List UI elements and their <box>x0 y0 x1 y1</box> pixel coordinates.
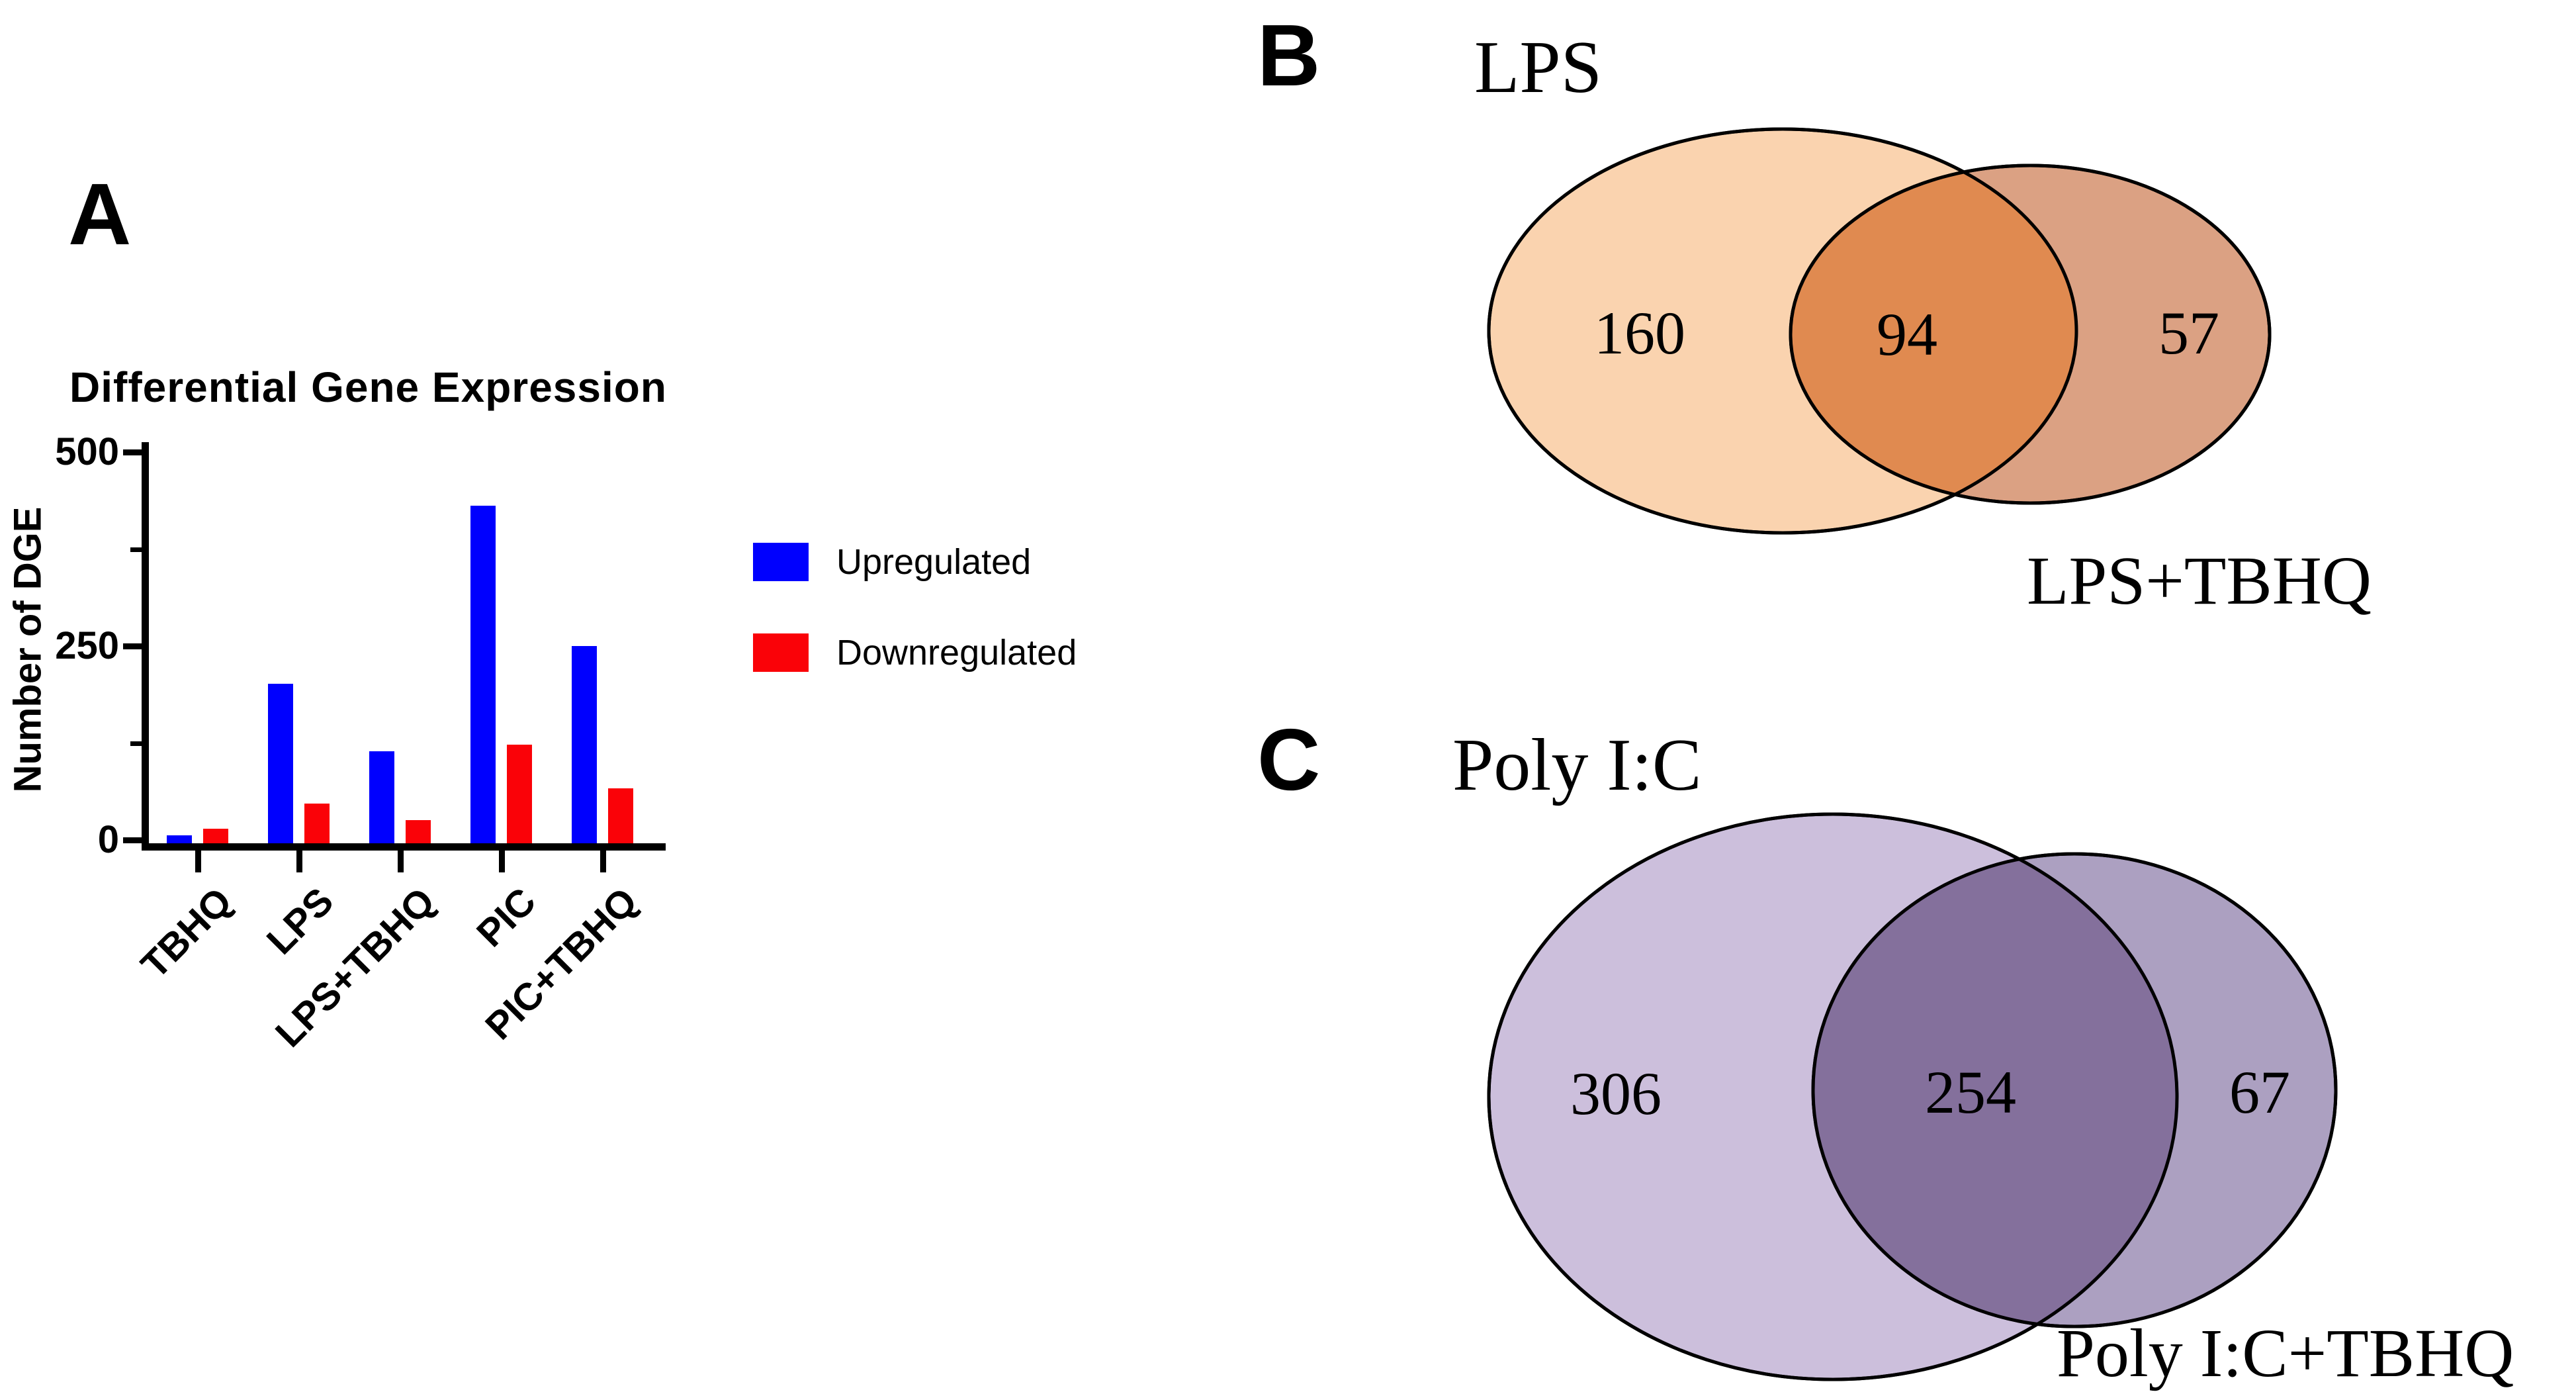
bar-upregulated-LPS+TBHQ <box>369 751 394 843</box>
venn-c-left-outline <box>1487 812 2179 1381</box>
venn-c-diagram <box>1487 812 2338 1381</box>
downregulated-swatch <box>753 633 809 672</box>
y-tick-label: 500 <box>55 430 119 474</box>
venn-b-diagram <box>1487 127 2272 535</box>
bar-upregulated-TBHQ <box>167 835 192 843</box>
venn-c-overlap-region <box>1813 854 2177 1326</box>
bar-downregulated-LPS <box>304 804 330 843</box>
venn-c-right-count: 67 <box>2229 1058 2290 1126</box>
y-tick-label: 0 <box>97 818 119 861</box>
x-tick <box>600 851 606 872</box>
venn-b-left-outline <box>1487 127 2078 535</box>
venn-b-right-outline <box>1789 163 2272 505</box>
panel-b-label: B <box>1257 7 1321 104</box>
x-tick-label-PIC: PIC <box>468 879 545 956</box>
venn-c-right-label: Poly I:C+TBHQ <box>2057 1315 2514 1391</box>
y-major-tick <box>123 837 142 843</box>
venn-b-right-count: 57 <box>2158 299 2219 367</box>
panel-c-label: C <box>1257 711 1321 808</box>
y-axis-line <box>142 442 149 851</box>
bar-downregulated-TBHQ <box>203 829 228 843</box>
venn-b-overlap-count: 94 <box>1877 301 1937 368</box>
legend-item-upregulated: Upregulated <box>753 541 1031 582</box>
venn-c-right-outline <box>1811 852 2338 1328</box>
y-minor-tick <box>130 741 142 746</box>
y-minor-tick <box>130 547 142 552</box>
legend-item-downregulated: Downregulated <box>753 632 1077 673</box>
venn-b-overlap-region <box>1791 165 2076 503</box>
x-tick <box>296 851 302 872</box>
bar-upregulated-PIC+TBHQ <box>572 646 597 843</box>
upregulated-label: Upregulated <box>836 542 1032 582</box>
panel-a-label: A <box>68 165 132 263</box>
y-major-tick <box>123 643 142 650</box>
upregulated-swatch <box>753 543 809 581</box>
x-axis-line <box>142 843 666 851</box>
venn-c-overlap-count: 254 <box>1925 1058 2016 1126</box>
venn-b-right-label: LPS+TBHQ <box>2027 543 2372 619</box>
y-major-tick <box>123 449 142 456</box>
y-tick-label: 250 <box>55 624 119 668</box>
bar-downregulated-PIC <box>507 745 532 843</box>
bar-downregulated-LPS+TBHQ <box>406 820 431 843</box>
x-tick <box>498 851 505 872</box>
venn-c-title: Poly I:C <box>1452 724 1702 806</box>
chart-title: Differential Gene Expression <box>69 363 667 411</box>
bar-upregulated-LPS <box>268 684 293 843</box>
venn-b-left-count: 160 <box>1594 299 1685 367</box>
x-tick <box>397 851 404 872</box>
bar-downregulated-PIC+TBHQ <box>608 788 633 843</box>
venn-c-left-count: 306 <box>1570 1060 1662 1127</box>
x-tick-label-TBHQ: TBHQ <box>133 879 241 987</box>
downregulated-label: Downregulated <box>836 633 1077 673</box>
x-tick-label-LPS: LPS <box>258 879 342 963</box>
bar-upregulated-PIC <box>470 506 496 843</box>
venn-b-title: LPS <box>1474 26 1602 109</box>
x-tick <box>195 851 201 872</box>
